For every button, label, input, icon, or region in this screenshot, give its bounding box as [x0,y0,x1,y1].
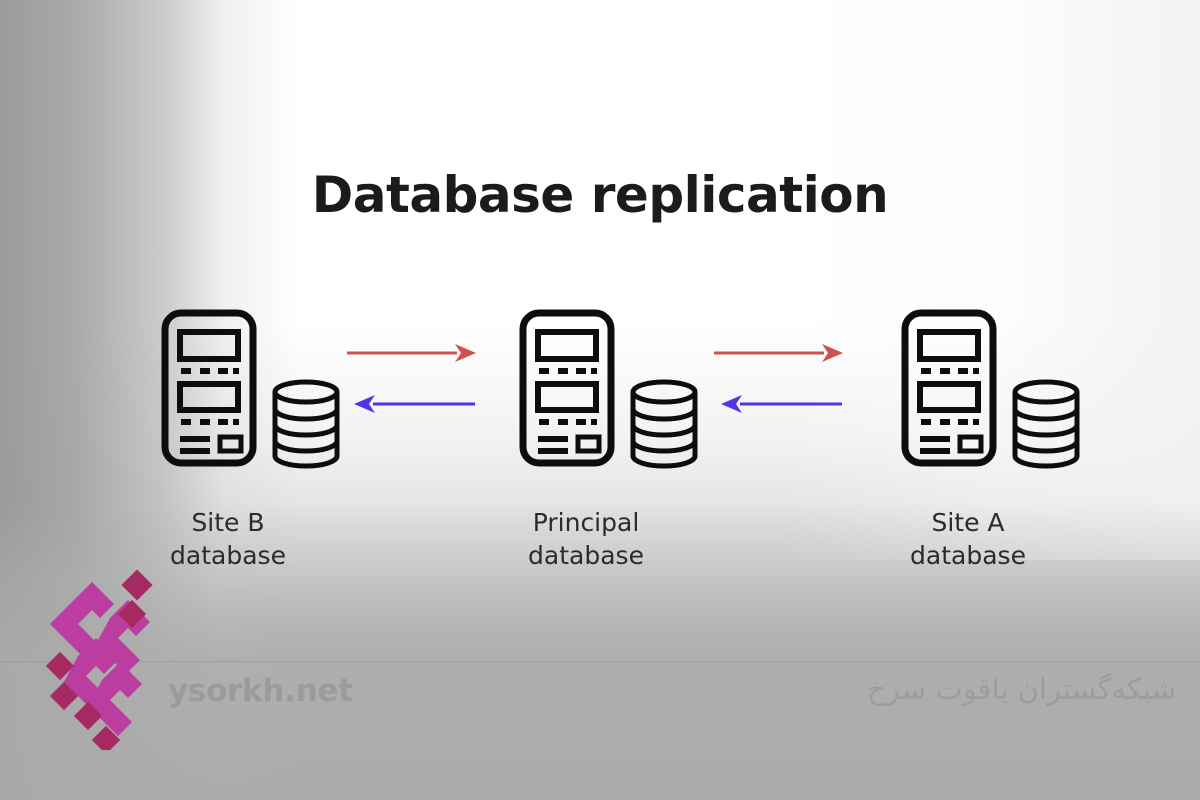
node-site-b-label-line2: database [170,541,286,570]
page-title: Database replication [311,166,889,224]
database-cylinder-icon [628,378,700,470]
node-site-a-label-line2: database [910,541,1026,570]
background-bottom-shade [0,500,1200,800]
server-icon [900,308,998,468]
footer-divider [0,661,1200,662]
company-name-persian: شبکه‌گستران یاقوت سرخ [867,672,1176,706]
node-principal-label: Principal database [476,506,696,572]
server-icon [518,308,616,468]
background-right-highlight [780,0,1200,560]
server-icon [160,308,258,468]
node-site-a: Site A database [858,300,1080,590]
ysorkh-logo [44,560,184,755]
replication-diagram: Site B database [0,300,1200,590]
site-url[interactable]: ysorkh.net [168,673,353,709]
connection-principal-to-site-a [712,336,852,426]
node-principal-icons [476,300,698,470]
database-cylinder-icon [1010,378,1082,470]
node-site-b: Site B database [118,300,340,590]
connection-principal-to-site-b [345,336,485,426]
node-site-a-label-line1: Site A [931,508,1005,537]
node-site-b-label: Site B database [118,506,338,572]
node-site-a-icons [858,300,1080,470]
arrow-right-red [347,344,476,362]
arrow-left-blue [721,395,842,413]
node-principal-label-line1: Principal [532,508,640,537]
arrow-left-blue [354,395,475,413]
database-cylinder-icon [270,378,342,470]
node-site-b-label-line1: Site B [191,508,265,537]
node-site-b-icons [118,300,340,470]
node-principal-label-line2: database [528,541,644,570]
node-site-a-label: Site A database [858,506,1078,572]
node-principal: Principal database [476,300,698,590]
arrow-right-red [714,344,843,362]
